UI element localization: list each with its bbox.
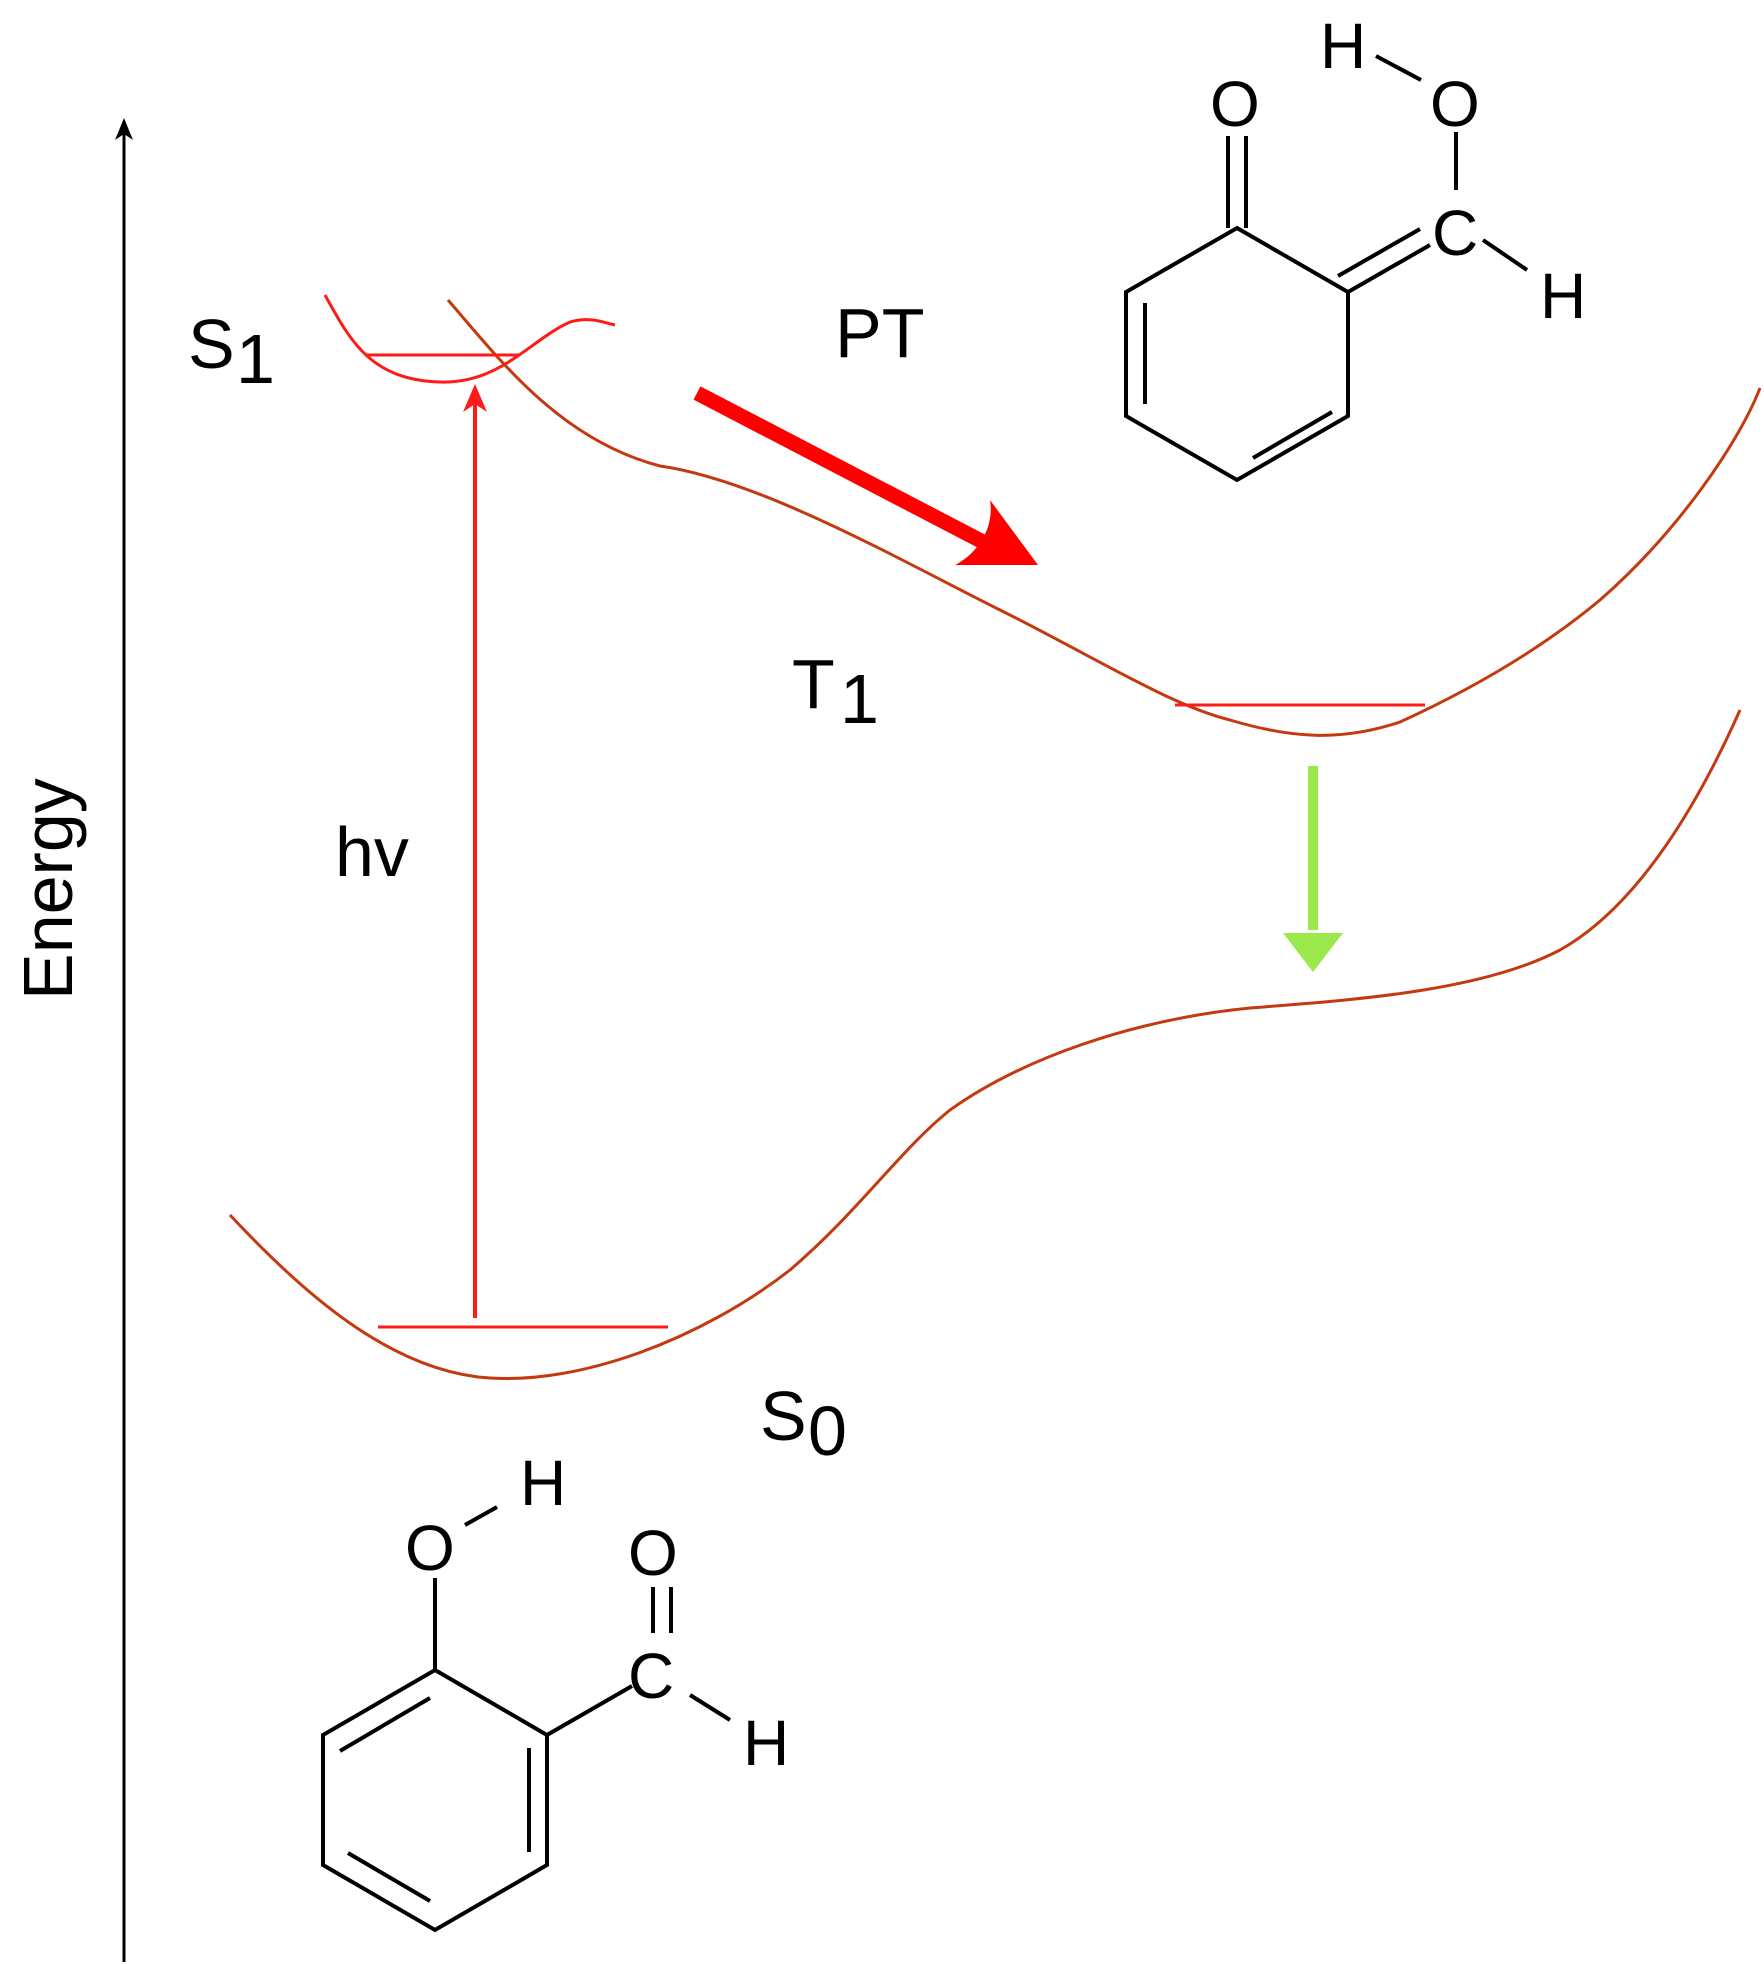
proton-transfer-label: PT [835, 294, 924, 372]
s0-letter: S [760, 1377, 807, 1455]
state-label-s1: S 1 [188, 305, 275, 398]
state-label-s0: S 0 [760, 1377, 847, 1470]
decay-arrow [1283, 766, 1343, 972]
energy-axis: Energy [9, 118, 133, 1962]
keto-o-hydroxyl: O [1430, 68, 1480, 140]
s1-letter: S [188, 305, 235, 383]
keto-o-carbonyl: O [1210, 68, 1260, 140]
t1-subscript: 1 [840, 660, 879, 738]
enol-c-aldehyde: C [628, 1640, 674, 1712]
keto-c-exo: C [1432, 197, 1478, 269]
energy-axis-label: Energy [9, 778, 87, 1000]
enol-h-aldehyde: H [743, 1707, 789, 1779]
absorption-arrow [463, 384, 487, 1318]
keto-atoms: O H O C H [1210, 10, 1586, 332]
keto-h-hydroxyl: H [1320, 10, 1366, 82]
t1-letter: T [792, 645, 835, 723]
s0-subscript: 0 [808, 1392, 847, 1470]
s1-local-curve [323, 294, 616, 384]
enol-structure [321, 1505, 732, 1933]
keto-structure [1124, 54, 1529, 483]
potential-curves [228, 294, 1762, 1381]
state-label-t1: T 1 [792, 645, 879, 738]
keto-h-exo: H [1540, 260, 1586, 332]
enol-h-hydroxyl: H [520, 1447, 566, 1519]
proton-transfer-arrow [693, 386, 1038, 565]
t1-curve [446, 299, 1762, 737]
vibrational-levels [365, 353, 1425, 1329]
enol-atoms: O H O C H [405, 1447, 789, 1779]
s1-subscript: 1 [236, 320, 275, 398]
enol-o-hydroxyl: O [405, 1512, 455, 1584]
enol-o-carbonyl: O [628, 1517, 678, 1589]
absorption-label: hv [335, 813, 409, 891]
s0-curve [228, 709, 1742, 1381]
